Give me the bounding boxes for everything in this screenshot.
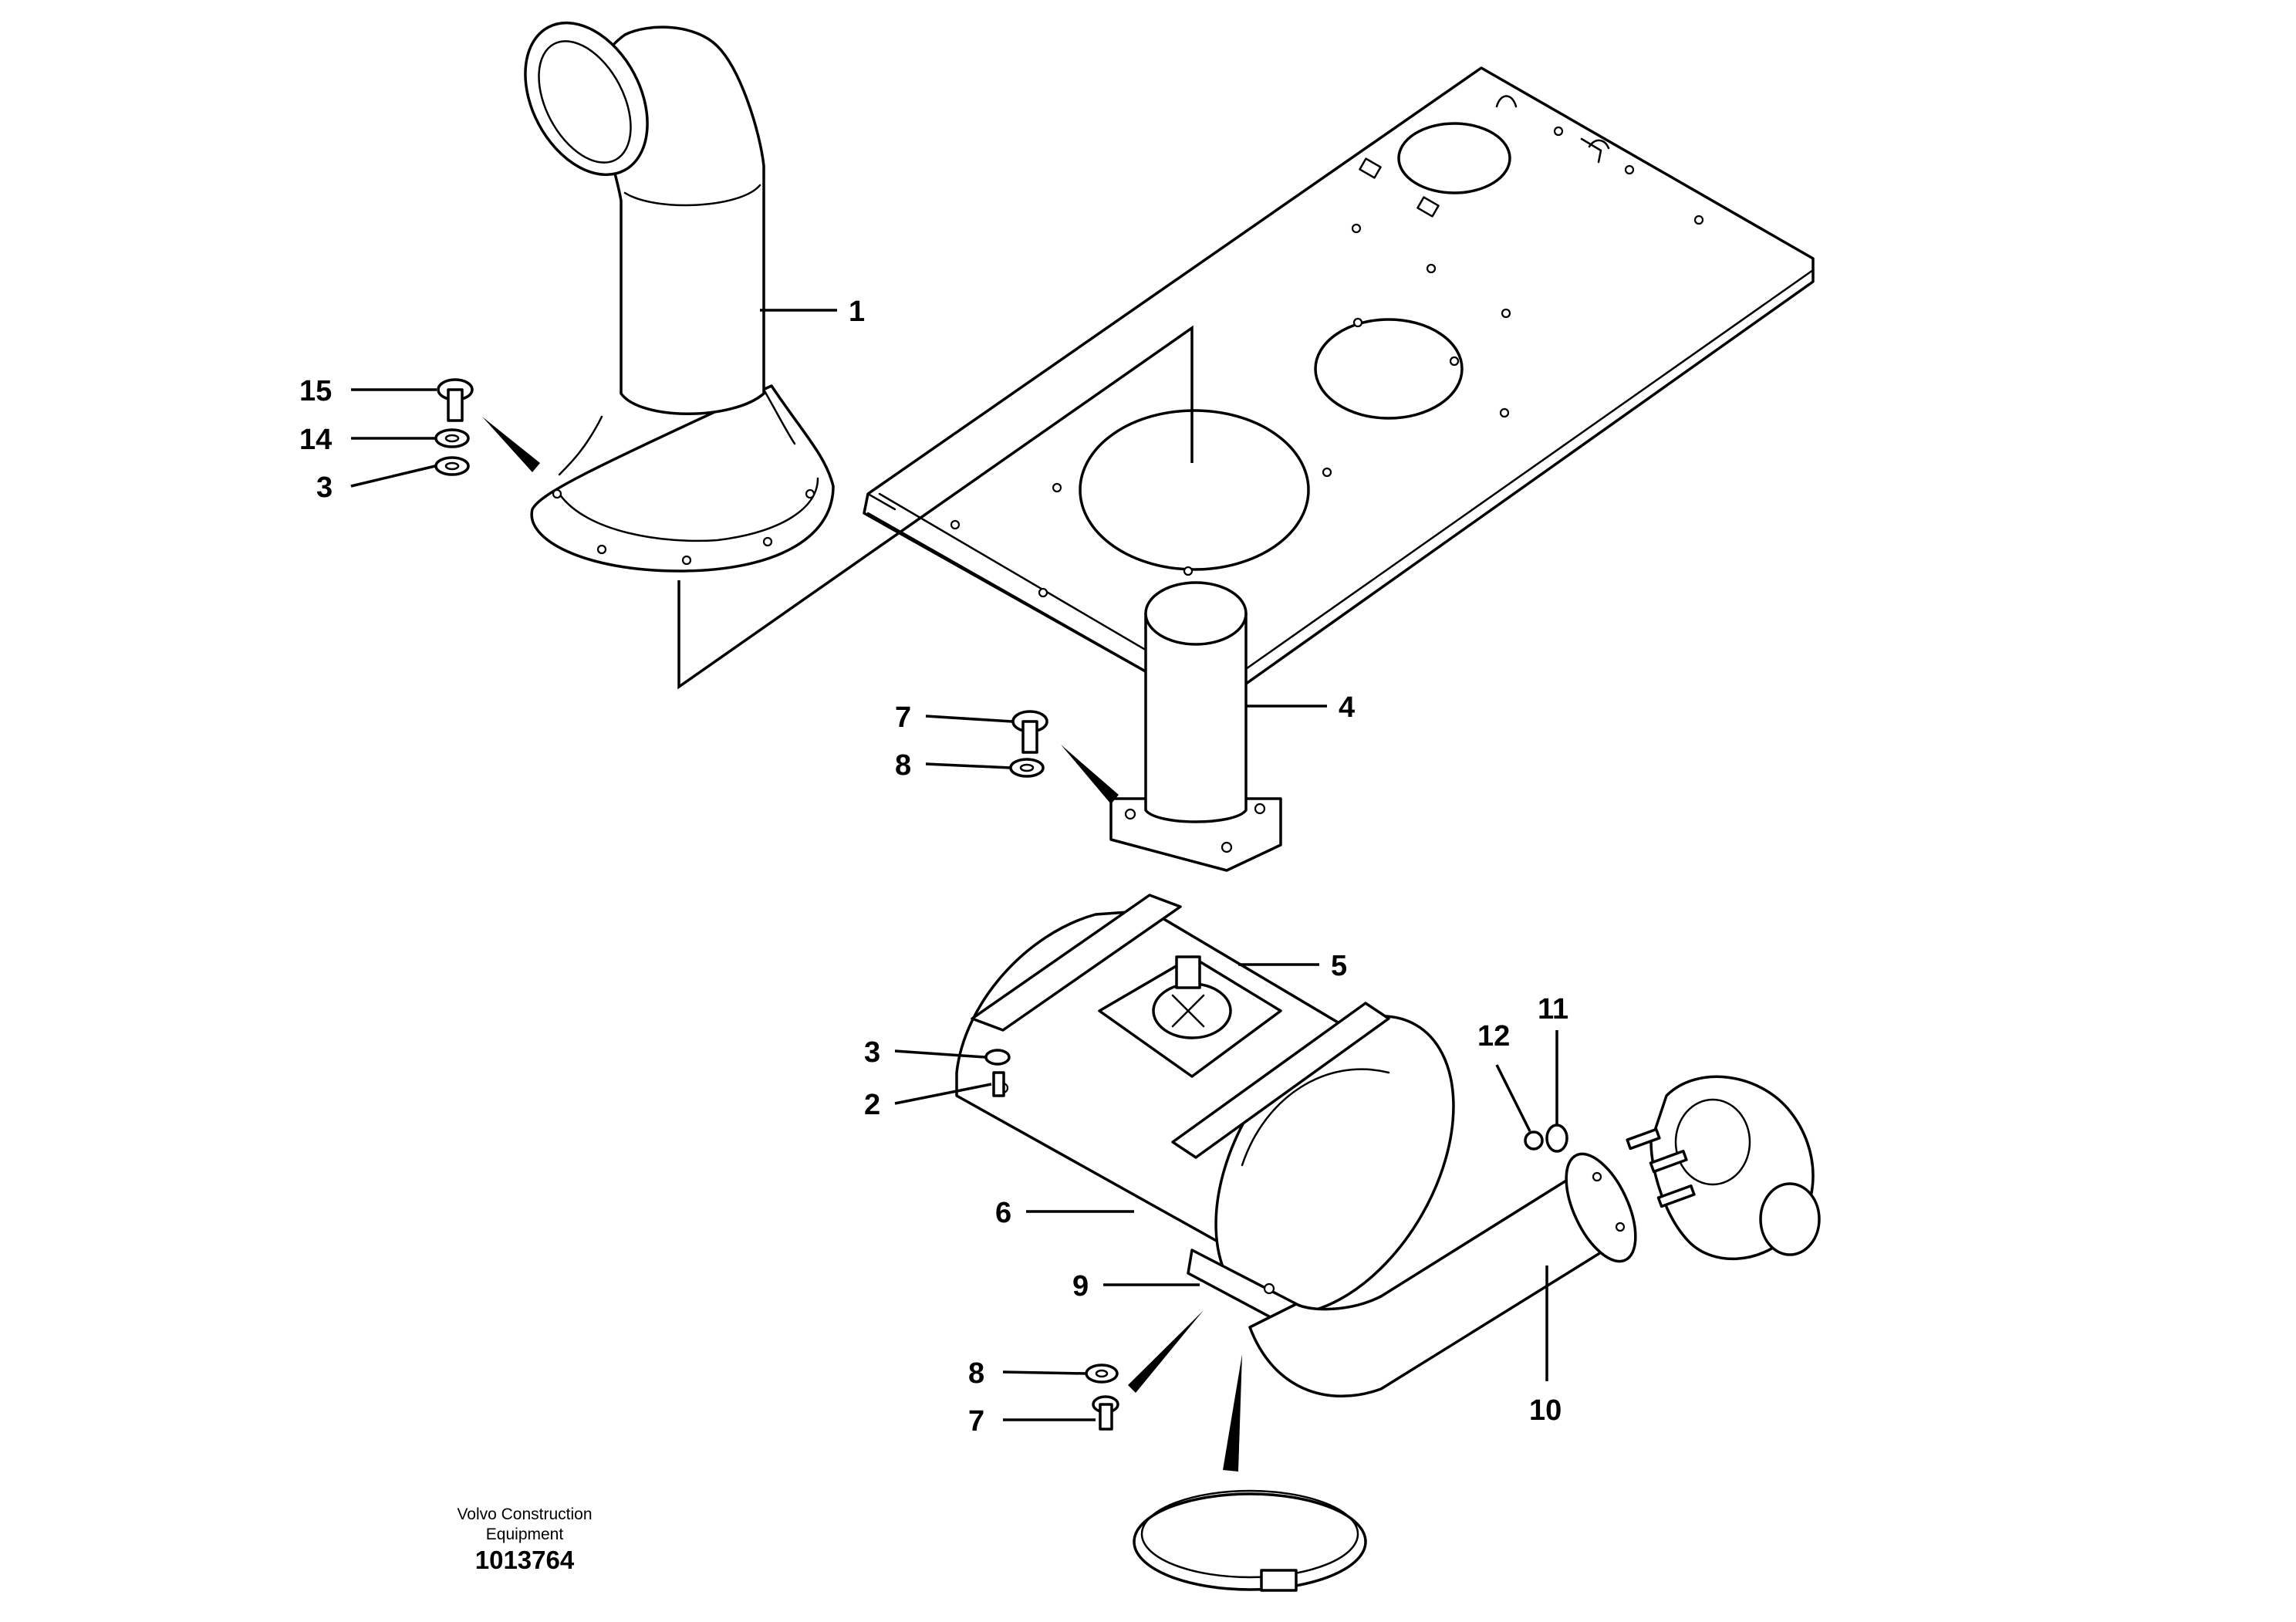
mounting-plate	[863, 66, 1815, 710]
fastener-bolt-15	[437, 378, 474, 422]
fastener-washer-11	[1545, 1124, 1568, 1153]
callout-11: 11	[1538, 993, 1568, 1026]
fastener-washer-14	[434, 428, 470, 448]
muffler	[955, 894, 1455, 1336]
callout-8-bottom: 8	[968, 1357, 984, 1390]
fastener-washer-3-mid	[984, 1049, 1011, 1066]
assembly-guide-lines	[482, 325, 1242, 1472]
callout-1: 1	[849, 296, 865, 328]
fastener-bolt-7-bottom	[1092, 1395, 1119, 1431]
callout-5: 5	[1331, 950, 1347, 982]
company-name-line1: Volvo Construction	[457, 1505, 593, 1523]
callout-7-bottom: 7	[968, 1405, 984, 1438]
callout-14: 14	[299, 424, 332, 456]
callout-leaders	[350, 309, 1558, 1421]
exhaust-bend-pipe	[1248, 1152, 1637, 1398]
fastener-nut-12	[1524, 1130, 1544, 1151]
fastener-washer-8-bottom	[1085, 1363, 1119, 1384]
callout-2: 2	[864, 1089, 880, 1121]
fastener-washer-8-top	[1009, 758, 1045, 778]
callout-labels: 1 15 14 3 4 7 8 5 3 2 12 11 6 9 10 8 7	[299, 296, 1568, 1438]
callout-9: 9	[1072, 1270, 1089, 1303]
fastener-washer-3-top	[434, 456, 470, 476]
callout-3-top: 3	[316, 471, 333, 504]
turbocharger	[1626, 1075, 1821, 1261]
fastener-bolt-2	[992, 1071, 1005, 1097]
callout-8-top: 8	[895, 749, 911, 782]
exhaust-stack	[524, 21, 835, 573]
callout-6: 6	[995, 1197, 1011, 1229]
callout-7-top: 7	[895, 701, 911, 734]
fastener-bolt-7-top	[1011, 710, 1048, 754]
callout-3-mid: 3	[864, 1036, 880, 1069]
company-name-line2: Equipment	[485, 1526, 564, 1543]
exhaust-pipe	[1109, 581, 1282, 872]
callout-12: 12	[1477, 1020, 1510, 1053]
callout-4: 4	[1339, 691, 1355, 724]
document-number: 1013764	[474, 1546, 575, 1574]
callout-10: 10	[1529, 1394, 1562, 1427]
hose-clamp	[1133, 1489, 1367, 1592]
company-name: Volvo Construction Equipment	[363, 1505, 687, 1545]
callout-15: 15	[299, 375, 332, 407]
